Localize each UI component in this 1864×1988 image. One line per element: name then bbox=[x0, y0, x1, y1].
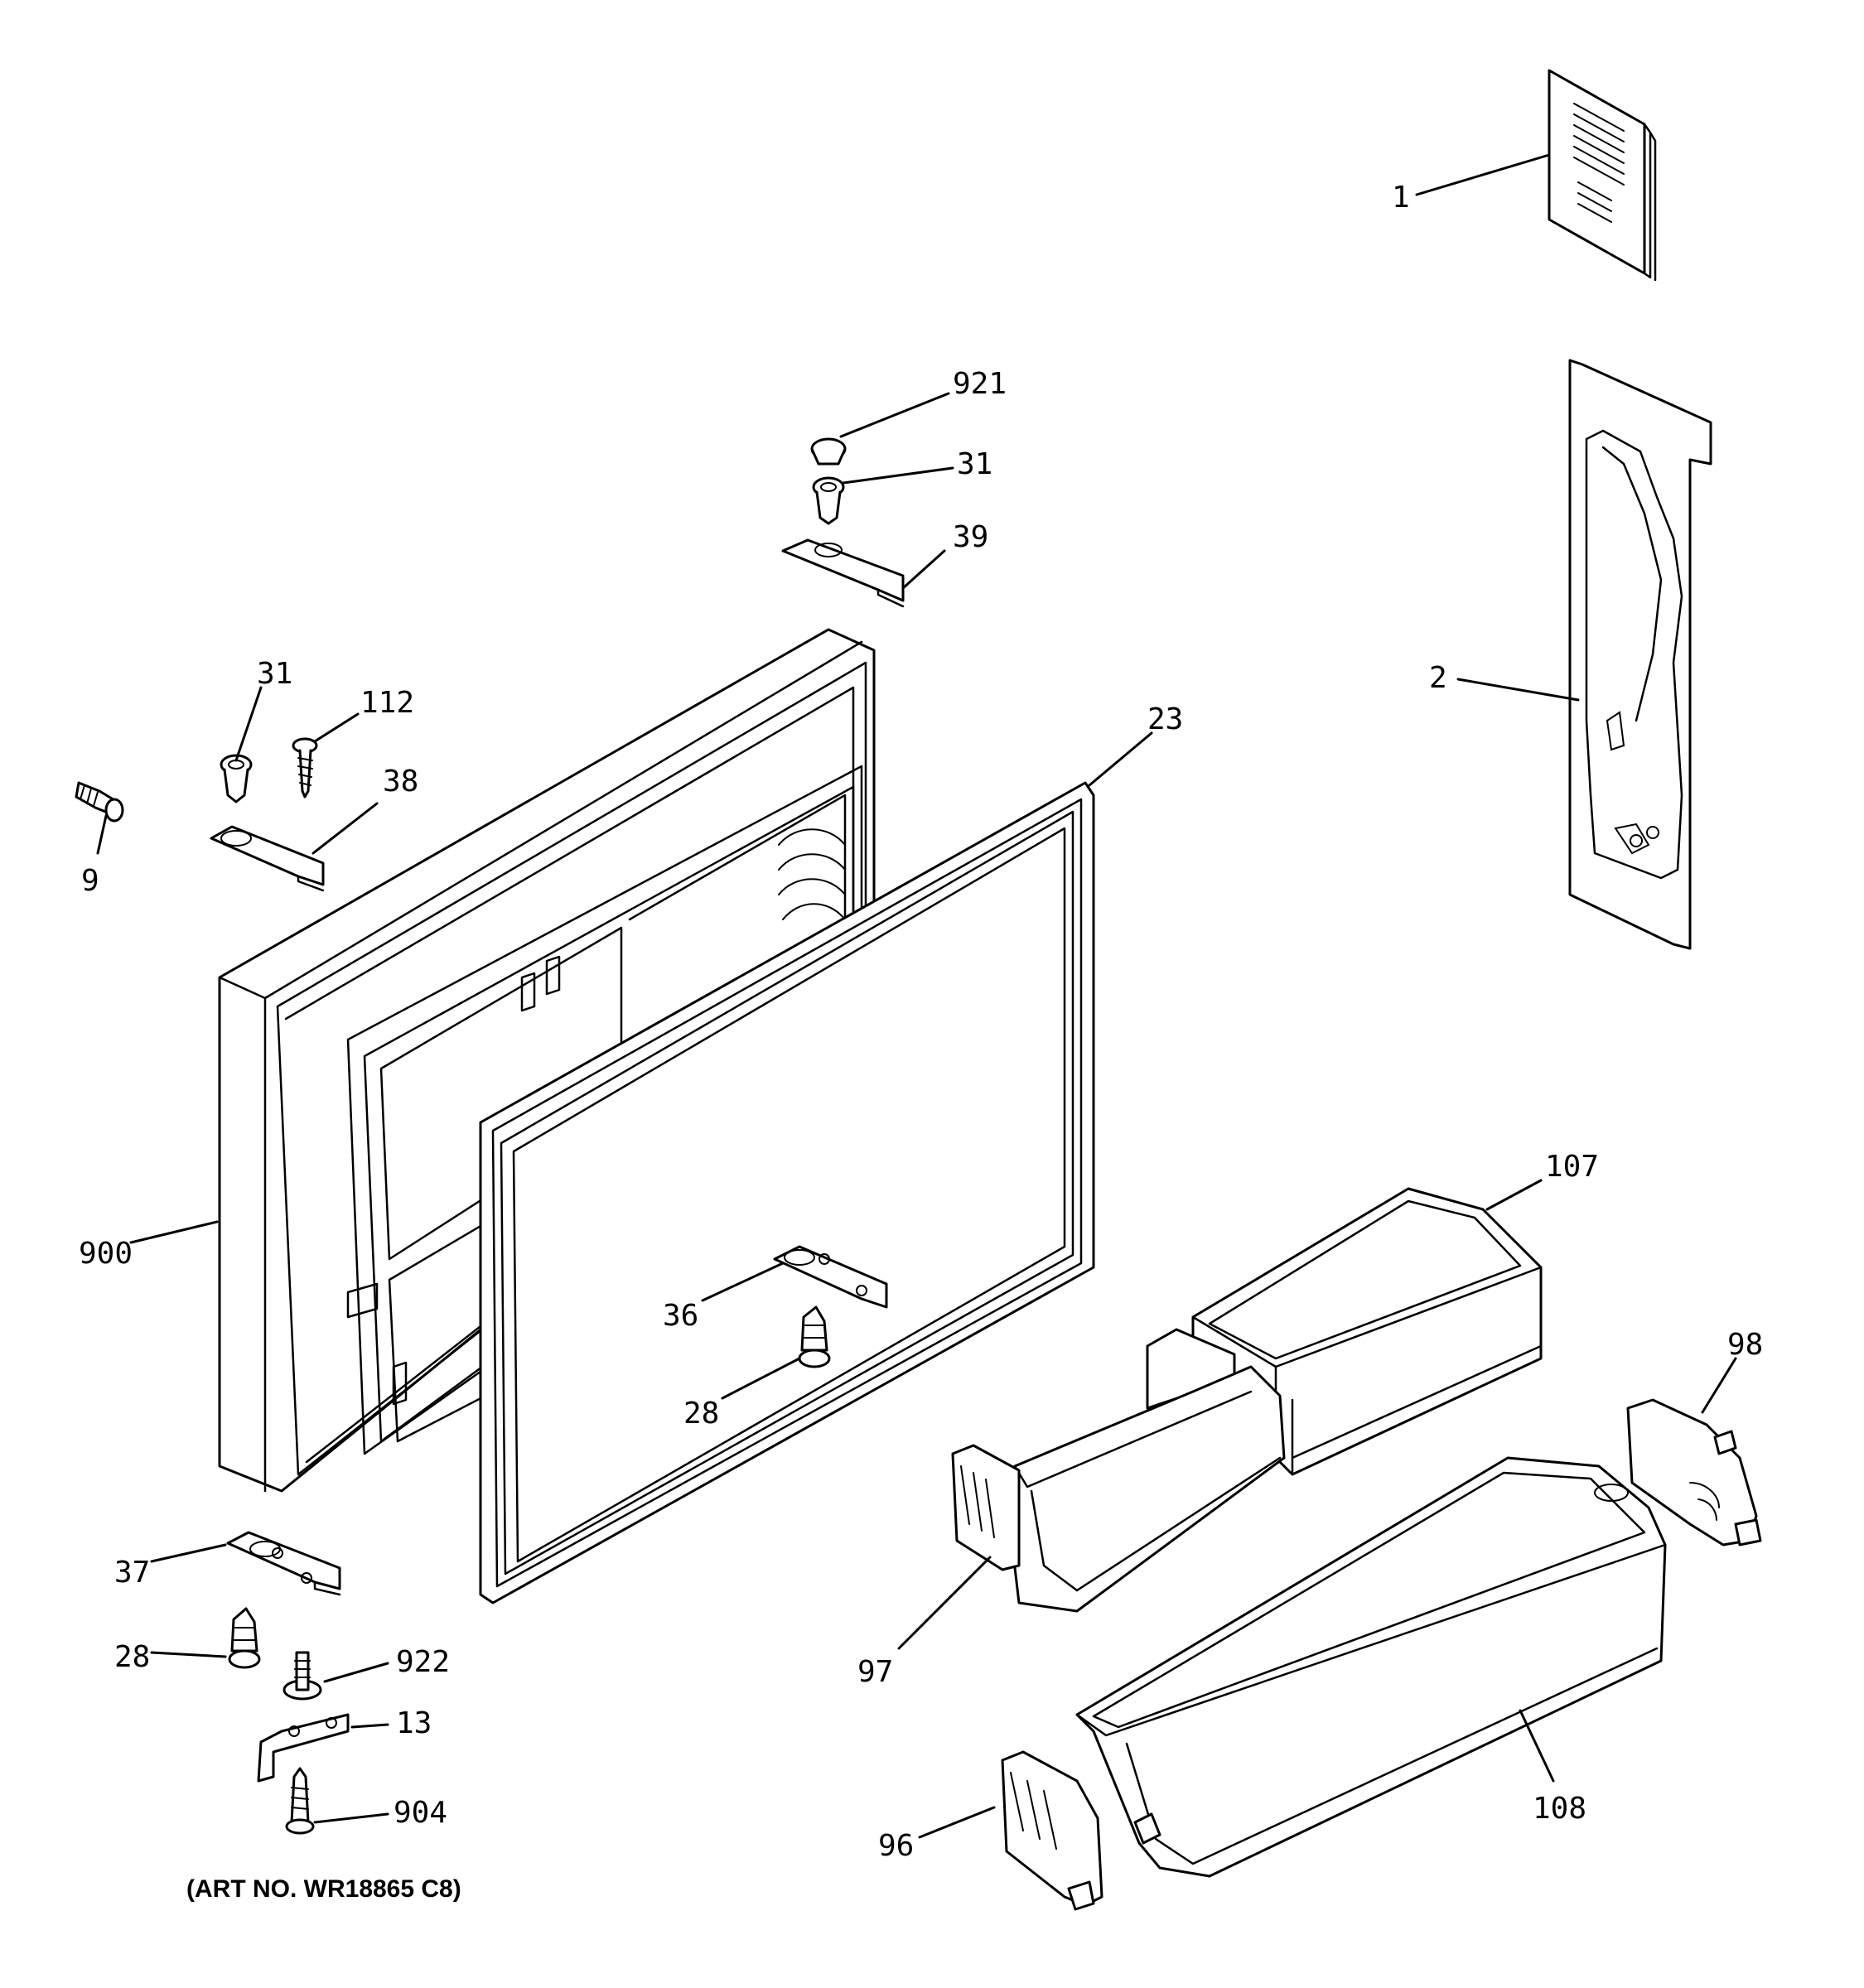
part-37-hinge-plate bbox=[226, 1531, 341, 1596]
leader-lines bbox=[96, 153, 1737, 1839]
callout-38: 38 bbox=[383, 765, 418, 799]
callout-39: 39 bbox=[953, 520, 988, 554]
callout-31-left: 31 bbox=[257, 657, 292, 691]
callout-28-left: 28 bbox=[114, 1640, 150, 1674]
part-112-screw bbox=[292, 737, 318, 799]
callout-13: 13 bbox=[396, 1706, 432, 1740]
callout-112: 112 bbox=[360, 686, 414, 720]
callout-23: 23 bbox=[1147, 702, 1183, 736]
callout-108: 108 bbox=[1533, 1792, 1586, 1826]
callout-904: 904 bbox=[394, 1796, 447, 1830]
art-number: (ART NO. WR18865 C8) bbox=[186, 1875, 461, 1903]
part-97-door-shelf bbox=[951, 1328, 1286, 1613]
part-28-hinge-pin-center bbox=[798, 1305, 831, 1368]
part-108-large-bin bbox=[1075, 1456, 1667, 1878]
part-921-cap bbox=[810, 437, 847, 466]
callout-labels: 1 2 921 31 39 31 112 38 9 23 900 36 28 1… bbox=[79, 181, 1763, 1903]
part-922-shim bbox=[282, 1651, 322, 1701]
callout-9: 9 bbox=[81, 864, 99, 898]
callout-1: 1 bbox=[1392, 181, 1410, 215]
part-9-plug bbox=[75, 781, 124, 823]
part-31-bushing-left bbox=[220, 754, 253, 803]
callout-36: 36 bbox=[663, 1299, 698, 1333]
callout-37: 37 bbox=[114, 1556, 150, 1590]
part-96-end-cap bbox=[1001, 1750, 1103, 1911]
callout-2: 2 bbox=[1429, 661, 1447, 695]
part-31-bushing-top bbox=[812, 476, 845, 525]
part-1-manual-booklet bbox=[1548, 69, 1657, 282]
callout-921: 921 bbox=[953, 367, 1007, 401]
callout-97: 97 bbox=[857, 1655, 893, 1689]
part-38-hinge-plate bbox=[210, 825, 325, 892]
callout-96: 96 bbox=[878, 1829, 914, 1863]
part-36-hinge-plate bbox=[773, 1245, 888, 1309]
callout-107: 107 bbox=[1545, 1150, 1599, 1184]
callout-31-top: 31 bbox=[957, 447, 992, 481]
part-2-door-handle bbox=[1568, 359, 1712, 950]
part-23-door-gasket bbox=[479, 781, 1095, 1604]
part-904-screw bbox=[285, 1767, 315, 1835]
part-28-hinge-pin-left bbox=[228, 1607, 261, 1669]
callout-98: 98 bbox=[1727, 1328, 1763, 1362]
part-13-hinge-bracket bbox=[257, 1713, 350, 1783]
part-39-hinge-plate bbox=[781, 538, 905, 608]
part-98-end-cap bbox=[1626, 1398, 1762, 1546]
callout-922: 922 bbox=[396, 1645, 450, 1679]
callout-28-center: 28 bbox=[683, 1397, 719, 1431]
callout-900: 900 bbox=[79, 1237, 133, 1271]
